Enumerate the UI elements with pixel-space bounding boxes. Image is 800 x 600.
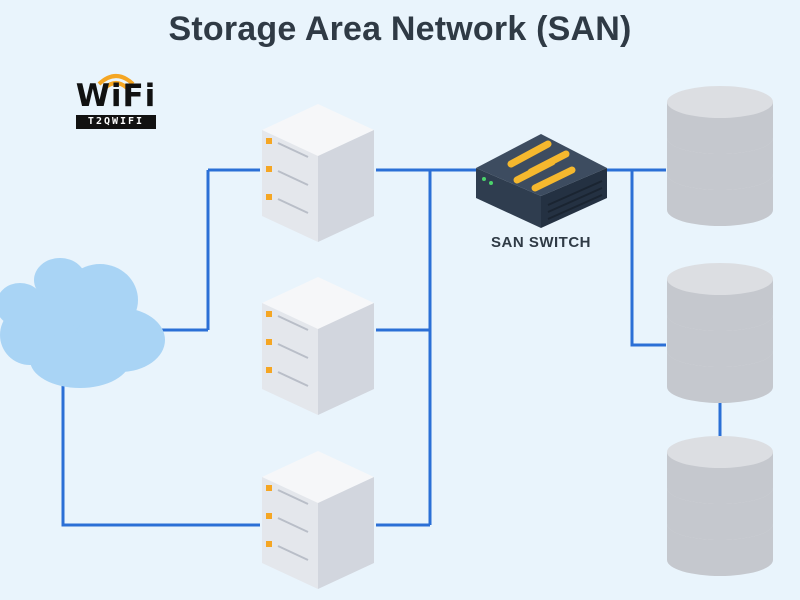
- diagram-title: Storage Area Network (SAN): [168, 10, 632, 48]
- database-icon: [667, 436, 773, 576]
- link-cloud-server3: [61, 380, 260, 527]
- database-icon: [667, 86, 773, 226]
- logo-word: WiFi: [75, 78, 157, 114]
- switch-icon: [476, 134, 607, 228]
- database-icon: [667, 263, 773, 403]
- cloud-icon: [0, 258, 165, 388]
- wifi-logo: WiFi T2QWIFI: [66, 66, 166, 132]
- server-icon: [261, 103, 375, 243]
- server-icon: [261, 276, 375, 416]
- logo-subtitle: T2QWIFI: [76, 115, 156, 129]
- link-storage-bus: [630, 170, 666, 347]
- wifi-signal-icon: [97, 74, 135, 90]
- server-icon: [261, 450, 375, 590]
- san-switch-label: SAN SWITCH: [491, 234, 591, 251]
